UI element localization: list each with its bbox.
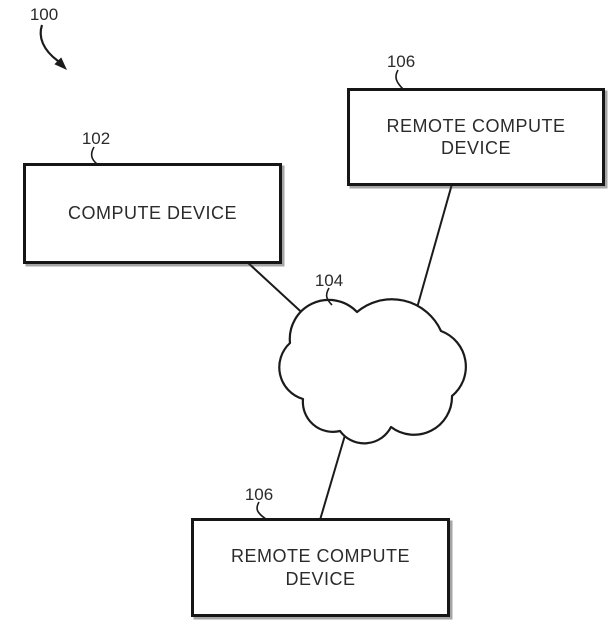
connector-cloud-to-106-bottom	[319, 424, 349, 521]
remote-compute-device-top-label: REMOTE COMPUTE DEVICE	[386, 115, 566, 159]
ref-104-leader	[325, 287, 333, 306]
ref-106-top-leader	[395, 69, 404, 90]
ref-label-102: 102	[81, 129, 111, 148]
network-cloud	[278, 298, 467, 445]
ref-102-leader	[90, 146, 98, 165]
compute-device-box: COMPUTE DEVICE	[23, 163, 282, 264]
remote-compute-device-top-box: REMOTE COMPUTE DEVICE	[347, 88, 605, 186]
ref-100-arrowhead-icon	[54, 57, 67, 70]
ref-label-106-top: 106	[386, 52, 416, 71]
ref-106-bottom-leader	[256, 501, 267, 520]
remote-compute-device-bottom-box: REMOTE COMPUTE DEVICE	[191, 518, 450, 617]
ref-100-arrow	[39, 24, 59, 62]
ref-label-100: 100	[29, 5, 59, 24]
connector-106-top-to-cloud	[414, 183, 453, 316]
remote-compute-device-bottom-label: REMOTE COMPUTE DEVICE	[230, 546, 410, 589]
ref-label-106-bottom: 106	[244, 485, 274, 504]
compute-device-label: COMPUTE DEVICE	[67, 203, 238, 224]
ref-label-104: 104	[314, 271, 344, 290]
connector-102-to-cloud	[245, 260, 311, 321]
